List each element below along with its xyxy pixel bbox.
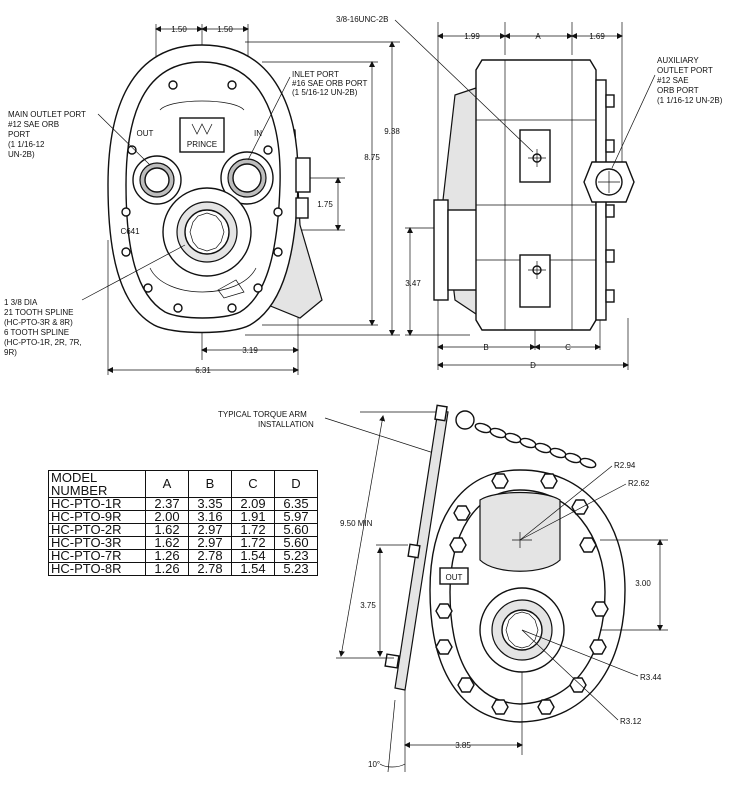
main-outlet-line: MAIN OUTLET PORT bbox=[8, 110, 86, 119]
torque-arm-line: TYPICAL TORQUE ARM bbox=[218, 410, 307, 419]
main-outlet-line: #12 SAE ORB bbox=[8, 120, 59, 129]
dim-r2-94: R2.94 bbox=[614, 461, 636, 470]
dim-3-85: 3.85 bbox=[455, 741, 471, 750]
aux-outlet-callout: AUXILIARY OUTLET PORT #12 SAE ORB PORT (… bbox=[657, 56, 723, 105]
thread-callout: 3/8-16UNC-2B bbox=[336, 15, 388, 24]
dim-3-47: 3.47 bbox=[405, 279, 421, 288]
dim-3-19: 3.19 bbox=[242, 346, 258, 355]
dimension-cell: 1.26 bbox=[145, 549, 189, 563]
dim-r2-62: R2.62 bbox=[628, 479, 650, 488]
spline-line: (HC-PTO-1R, 2R, 7R, bbox=[4, 338, 82, 347]
spline-line: (HC-PTO-3R & 8R) bbox=[4, 318, 73, 327]
pump-front-body bbox=[107, 44, 323, 334]
spline-line: 9R) bbox=[4, 348, 17, 357]
rear-out-label: OUT bbox=[446, 573, 463, 582]
dim-3-75: 3.75 bbox=[360, 601, 376, 610]
spline-line: 21 TOOTH SPLINE bbox=[4, 308, 74, 317]
pump-side-body bbox=[433, 59, 635, 331]
spline-line: 6 TOOTH SPLINE bbox=[4, 328, 69, 337]
main-outlet-line: (1 1/16-12 bbox=[8, 140, 45, 149]
dimension-cell: 1.54 bbox=[231, 562, 275, 576]
header-model-number: MODEL NUMBER bbox=[48, 470, 146, 498]
header-model-line: MODEL bbox=[51, 470, 98, 485]
aux-outlet-line: (1 1/16-12 UN-2B) bbox=[657, 96, 723, 105]
spline-callout: 1 3/8 DIA 21 TOOTH SPLINE (HC-PTO-3R & 8… bbox=[4, 298, 84, 357]
torque-arm-line: INSTALLATION bbox=[258, 420, 314, 429]
dim-1-50-right: 1.50 bbox=[217, 25, 233, 34]
dim-1-50-left: 1.50 bbox=[171, 25, 187, 34]
dimension-cell: 3.16 bbox=[188, 510, 232, 524]
inlet-callout: INLET PORT #16 SAE ORB PORT (1 5/16-12 U… bbox=[292, 70, 370, 97]
in-port-label: IN bbox=[254, 129, 262, 138]
dimension-cell: 2.78 bbox=[188, 562, 232, 576]
inlet-line: INLET PORT bbox=[292, 70, 339, 79]
main-outlet-line: PORT bbox=[8, 130, 30, 139]
dimension-cell: 1.26 bbox=[145, 562, 189, 576]
aux-outlet-line: #12 SAE bbox=[657, 76, 689, 85]
pump-rear-body bbox=[429, 469, 626, 723]
table-header-row: MODEL NUMBER A B C D bbox=[48, 470, 318, 498]
header-d: D bbox=[274, 470, 318, 498]
dimension-cell: 5.97 bbox=[274, 510, 318, 524]
torque-arm-view: TYPICAL TORQUE ARM INSTALLATION bbox=[218, 404, 668, 773]
chain bbox=[455, 410, 597, 469]
dimension-cell: 2.00 bbox=[145, 510, 189, 524]
model-code-label: C641 bbox=[120, 227, 140, 236]
dim-1-99: 1.99 bbox=[464, 32, 480, 41]
torque-arm-callout: TYPICAL TORQUE ARM INSTALLATION bbox=[218, 410, 314, 429]
main-outlet-callout: MAIN OUTLET PORT #12 SAE ORB PORT (1 1/1… bbox=[8, 110, 88, 159]
model-number-cell: HC-PTO-8R bbox=[48, 562, 146, 576]
inlet-line: (1 5/16-12 UN-2B) bbox=[292, 88, 358, 97]
dimension-cell: 5.23 bbox=[274, 549, 318, 563]
dimension-cell: 1.72 bbox=[231, 536, 275, 550]
dim-r3-44: R3.44 bbox=[640, 673, 662, 682]
spline-line: 1 3/8 DIA bbox=[4, 298, 38, 307]
dim-r3-12: R3.12 bbox=[620, 717, 642, 726]
dim-9-50-min: 9.50 MIN bbox=[340, 519, 373, 528]
aux-outlet-line: OUTLET PORT bbox=[657, 66, 713, 75]
dim-1-69: 1.69 bbox=[589, 32, 605, 41]
dim-c: C bbox=[565, 343, 571, 352]
model-number-cell: HC-PTO-7R bbox=[48, 549, 146, 563]
side-view: 3/8-16UNC-2B 1.99 A 1.69 3.47 B C D AUXI… bbox=[336, 15, 723, 370]
header-a: A bbox=[145, 470, 189, 498]
dim-9-38: 9.38 bbox=[384, 127, 400, 136]
model-number-cell: HC-PTO-3R bbox=[48, 536, 146, 550]
dimension-cell: 2.78 bbox=[188, 549, 232, 563]
front-view: 1.50 1.50 9.38 8.75 1.75 3.19 6.31 OUT I… bbox=[4, 24, 400, 375]
dim-a: A bbox=[535, 32, 541, 41]
header-c: C bbox=[231, 470, 275, 498]
dim-10-degrees: 10° bbox=[368, 760, 380, 769]
dim-3-00: 3.00 bbox=[635, 579, 651, 588]
header-b: B bbox=[188, 470, 232, 498]
dim-6-31: 6.31 bbox=[195, 366, 211, 375]
dimension-cell: 5.23 bbox=[274, 562, 318, 576]
dim-d: D bbox=[530, 361, 536, 370]
dimension-cell: 5.60 bbox=[274, 523, 318, 537]
inlet-line: #16 SAE ORB PORT bbox=[292, 79, 368, 88]
brand-label: PRINCE bbox=[187, 140, 217, 149]
dim-b: B bbox=[483, 343, 488, 352]
dimension-cell: 2.97 bbox=[188, 523, 232, 537]
aux-outlet-line: AUXILIARY bbox=[657, 56, 699, 65]
out-port-label: OUT bbox=[137, 129, 154, 138]
dim-1-75: 1.75 bbox=[317, 200, 333, 209]
dim-8-75: 8.75 bbox=[364, 153, 380, 162]
header-model-line: NUMBER bbox=[51, 483, 108, 498]
torque-arm-bar bbox=[384, 404, 449, 691]
aux-outlet-line: ORB PORT bbox=[657, 86, 699, 95]
main-outlet-line: UN-2B) bbox=[8, 150, 35, 159]
